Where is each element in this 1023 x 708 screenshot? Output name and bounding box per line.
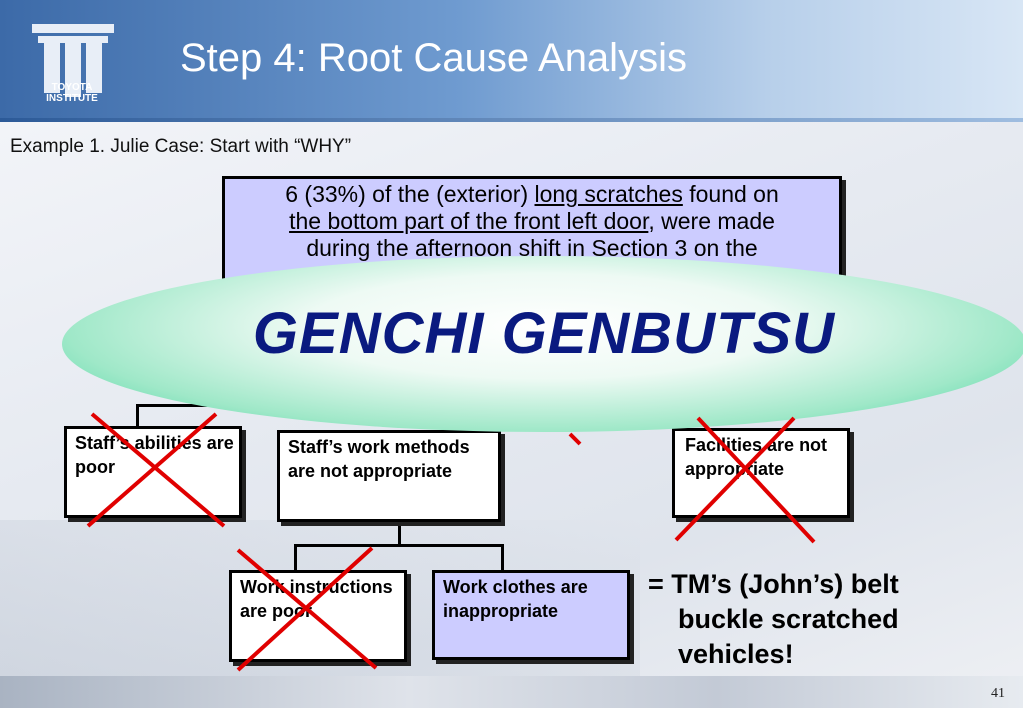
- logo-text-line2: INSTITUTE: [46, 93, 98, 104]
- answer-line3: vehicles!: [678, 639, 794, 669]
- problem-text-5: , were made: [648, 208, 775, 234]
- problem-text-3: found on: [682, 181, 779, 207]
- genchi-genbutsu-label: GENCHI GENBUTSU: [252, 301, 836, 366]
- connector-line: [294, 544, 504, 547]
- cause-label: Staff’s work methods are not appropriate: [288, 437, 470, 481]
- cross-out-icon: [236, 546, 378, 672]
- answer-line2: buckle scratched: [678, 604, 899, 634]
- problem-text-1: 6 (33%) of the (exterior): [285, 181, 535, 207]
- page-number: 41: [991, 686, 1005, 701]
- connector-line: [136, 404, 216, 407]
- genchi-genbutsu-ellipse: [62, 256, 1023, 432]
- header-banner: [0, 0, 1023, 118]
- problem-statement-box: 6 (33%) of the (exterior) long scratches…: [222, 176, 842, 284]
- cause-box-facilities: Facilities are not appropriate: [672, 428, 850, 518]
- cause-box-staff-abilities: Staff’s abilities are poor: [64, 426, 242, 518]
- cause-box-work-clothes: Work clothes are inappropriate: [432, 570, 630, 660]
- connector-line: [136, 404, 139, 426]
- page-title: Step 4: Root Cause Analysis: [180, 36, 687, 80]
- logo-text: TOYOTA INSTITUTE: [22, 82, 122, 104]
- connector-line: [294, 544, 297, 570]
- example-subtitle: Example 1. Julie Case: Start with “WHY”: [10, 136, 352, 157]
- root-cause-answer: = TM’s (John’s) belt buckle scratched ve…: [648, 567, 899, 672]
- connector-line: [398, 520, 401, 546]
- cross-out-icon: [86, 412, 226, 528]
- cause-box-work-methods: Staff’s work methods are not appropriate: [277, 430, 501, 522]
- problem-text-4: the bottom part of the front left door: [289, 208, 649, 234]
- problem-text-2: long scratches: [534, 181, 683, 207]
- toyota-institute-logo-icon: [32, 24, 114, 97]
- answer-line1: = TM’s (John’s) belt: [648, 569, 899, 599]
- cause-label: Work clothes are inappropriate: [443, 577, 588, 621]
- footer-band: [0, 676, 1023, 708]
- cause-label: Staff’s abilities are poor: [75, 433, 234, 477]
- connector-line: [501, 544, 504, 570]
- cross-out-fragment-icon: [568, 432, 582, 446]
- cross-out-icon: [674, 416, 816, 544]
- header-divider: [0, 118, 1023, 122]
- logo-text-line1: TOYOTA: [51, 82, 93, 93]
